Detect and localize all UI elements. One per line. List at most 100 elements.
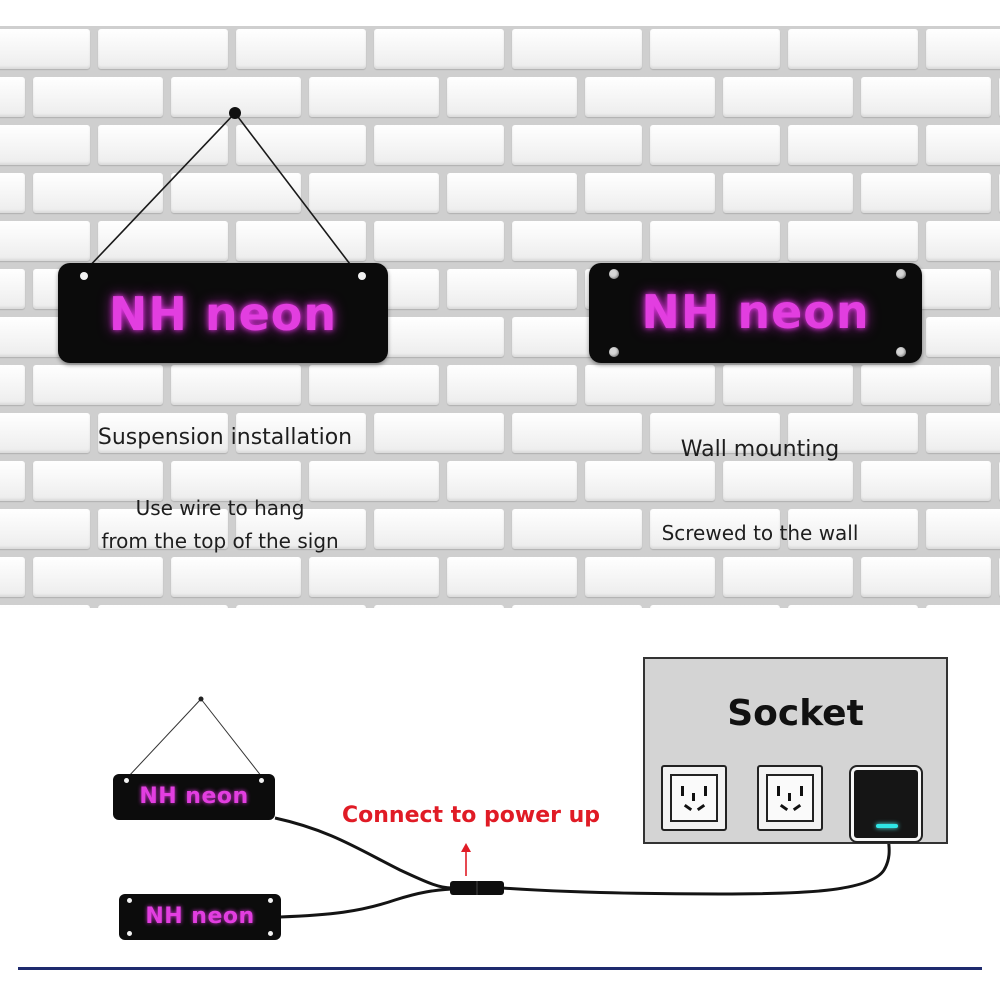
screw-top-right xyxy=(896,269,906,279)
brick xyxy=(236,605,366,608)
brick xyxy=(585,461,715,501)
brick xyxy=(309,557,439,597)
suspension-caption-title: Suspension installation xyxy=(97,425,353,450)
brick xyxy=(0,413,90,453)
outlet-left-slot-b xyxy=(704,786,707,796)
brick xyxy=(0,29,90,69)
mounted-sign-text: NH neon xyxy=(641,285,870,339)
brick xyxy=(926,221,1000,261)
brick xyxy=(33,77,163,117)
brick xyxy=(723,365,853,405)
brick-row xyxy=(0,602,1000,608)
brick xyxy=(171,461,301,501)
wall-mount-caption-title: Wall mounting xyxy=(680,437,840,462)
brick xyxy=(171,557,301,597)
outlet-middle-face xyxy=(766,774,814,822)
brick xyxy=(236,509,366,549)
diagram-neon-sign-top: NH neon xyxy=(113,774,275,820)
brick xyxy=(926,413,1000,453)
brick xyxy=(861,173,991,213)
brick-row xyxy=(0,410,1000,456)
brick xyxy=(0,77,25,117)
brick xyxy=(788,221,918,261)
brick-row xyxy=(0,506,1000,552)
brick xyxy=(585,365,715,405)
wall-top-band xyxy=(0,0,1000,26)
brick xyxy=(98,605,228,608)
brick xyxy=(650,605,780,608)
outlet-middle-slot-e xyxy=(792,803,802,812)
brick xyxy=(926,125,1000,165)
diagram-sign-top-text: NH neon xyxy=(139,784,249,809)
brick-row xyxy=(0,122,1000,168)
bottom-divider xyxy=(18,967,982,970)
brick xyxy=(236,29,366,69)
brick xyxy=(0,461,25,501)
socket-title: Socket xyxy=(727,693,864,734)
brick xyxy=(98,29,228,69)
brick xyxy=(861,365,991,405)
brick xyxy=(374,29,504,69)
brick xyxy=(309,173,439,213)
screw-bottom-left xyxy=(609,347,619,357)
wall-mounted-neon-sign: NH neon xyxy=(589,263,922,363)
brick xyxy=(171,365,301,405)
brick xyxy=(788,605,918,608)
brick xyxy=(861,77,991,117)
brick xyxy=(374,509,504,549)
outlet-left-slot-c xyxy=(692,793,695,801)
brick xyxy=(512,605,642,608)
suspension-caption-line1: Use wire to hang xyxy=(135,496,305,520)
hanging-hole-left xyxy=(80,272,88,280)
brick xyxy=(788,509,918,549)
brick xyxy=(788,413,918,453)
brick xyxy=(374,317,504,357)
brick-row xyxy=(0,554,1000,600)
outlet-middle-slot-c xyxy=(788,793,791,801)
brick xyxy=(512,509,642,549)
brick xyxy=(171,173,301,213)
outlet-middle-slot-b xyxy=(800,786,803,796)
brick-row xyxy=(0,458,1000,504)
hanging-hole-right xyxy=(358,272,366,280)
brick xyxy=(650,29,780,69)
outlet-left-slot-a xyxy=(681,786,684,796)
brick xyxy=(650,509,780,549)
outlet-middle-slot-d xyxy=(779,803,789,812)
brick xyxy=(723,557,853,597)
brick xyxy=(309,77,439,117)
brick xyxy=(512,221,642,261)
brick xyxy=(0,605,90,608)
brick xyxy=(861,557,991,597)
connect-to-power-label: Connect to power up xyxy=(342,803,601,828)
power-adapter-plugged-in xyxy=(851,767,921,841)
brick xyxy=(926,605,1000,608)
brick xyxy=(926,29,1000,69)
diagram-sign-top-hole-left xyxy=(124,778,129,783)
brick-row xyxy=(0,170,1000,216)
brick xyxy=(650,413,780,453)
brick xyxy=(0,365,25,405)
brick xyxy=(374,413,504,453)
brick xyxy=(98,221,228,261)
brick-row xyxy=(0,26,1000,72)
brick xyxy=(374,605,504,608)
brick xyxy=(236,125,366,165)
brick xyxy=(926,509,1000,549)
brick xyxy=(447,173,577,213)
diagram-sign-bottom-hole-right xyxy=(268,898,273,903)
brick xyxy=(33,461,163,501)
brick xyxy=(650,221,780,261)
brick xyxy=(512,125,642,165)
brick xyxy=(98,413,228,453)
diagram-sign-bottom-text: NH neon xyxy=(145,904,255,929)
brick xyxy=(33,365,163,405)
brick xyxy=(236,413,366,453)
outlet-left-face xyxy=(670,774,718,822)
hanging-neon-sign: NH neon xyxy=(58,263,388,363)
brick xyxy=(788,125,918,165)
brick xyxy=(723,173,853,213)
brick xyxy=(447,77,577,117)
brick xyxy=(0,125,90,165)
